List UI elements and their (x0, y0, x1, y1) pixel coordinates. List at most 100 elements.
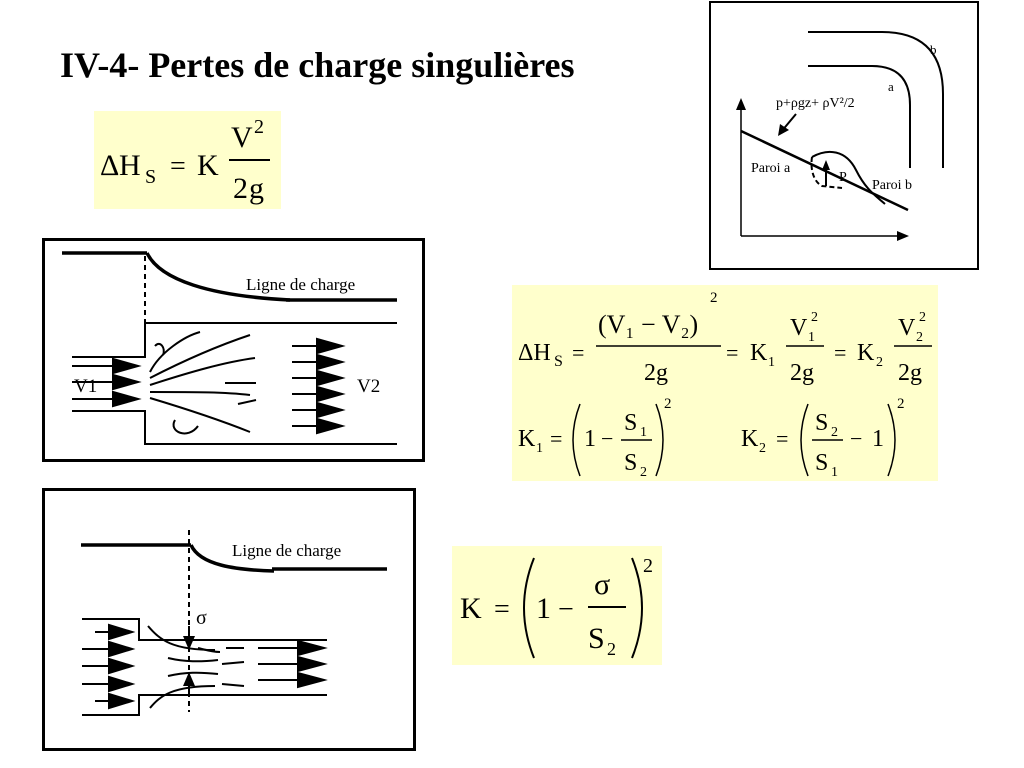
fe-r2-one1: 1 (584, 426, 596, 452)
enl-top-wall (72, 322, 397, 358)
fc-eq: = (494, 594, 510, 625)
fc-minus: − (558, 594, 574, 625)
formula-enlargement-box (512, 285, 938, 481)
bend-paroi-b-curve (811, 150, 886, 205)
enl-v1-label: V1 (74, 376, 97, 397)
fe-v2-exp: 2 (919, 310, 926, 325)
fe-r2-s-den2: S (815, 450, 828, 476)
fe-r2-minus1: − (601, 426, 613, 451)
fe-lhs-sub: S (554, 353, 563, 370)
formula-main-eq: = (170, 151, 186, 182)
fe-den3: 2g (898, 360, 922, 386)
fe-r2-k1-sub: 1 (536, 441, 543, 456)
con-streamlines (147, 625, 245, 709)
formula-main-h: H (119, 149, 141, 182)
bend-label-b: b (930, 42, 937, 57)
fe-lhs: ΔH (518, 340, 551, 366)
fe-r2-rparen2 (887, 403, 896, 477)
fe-r2-s-num2-sub: 2 (831, 425, 838, 440)
diagram-bend-frame (709, 1, 979, 270)
bend-outer-wall (808, 31, 944, 168)
bend-paroi-b-label: Paroi b (872, 178, 912, 193)
fe-r2-eq2: = (776, 426, 788, 451)
fe-eq2: = (726, 340, 738, 365)
enl-outlet-arrows (292, 337, 346, 435)
fc-s: S (588, 622, 605, 655)
con-inlet-arrows (82, 623, 136, 710)
fe-k2: K (857, 340, 875, 366)
fe-r2-minus2: − (850, 426, 862, 451)
fe-r2-k2-sub: 2 (759, 441, 766, 456)
fe-v1-sub: 1 (808, 330, 815, 345)
formula-main-two: 2 (233, 172, 248, 205)
bend-label-a: a (888, 79, 894, 94)
fe-r2-k1: K (518, 426, 536, 452)
fe-r2-s-num2: S (815, 410, 828, 436)
formula-contraction-box (452, 546, 662, 665)
bend-paroi-a-label: Paroi a (751, 161, 791, 176)
fe-num-exp: 2 (710, 290, 718, 306)
fc-rparen (631, 557, 643, 659)
bend-p-label: P (839, 170, 847, 185)
con-sigma-arrowhead-top (183, 636, 195, 650)
con-bottom-wall (82, 694, 327, 716)
formula-main-delta: Δ (100, 149, 119, 182)
fe-eq1: = (572, 340, 584, 365)
fe-v2: V (898, 315, 916, 341)
fc-exp: 2 (643, 555, 653, 577)
fe-r2-exp2: 2 (897, 396, 905, 412)
fe-num: (V₁ − V₂) (598, 310, 698, 339)
formula-main-v: V (231, 121, 253, 154)
fe-v1-exp: 2 (811, 310, 818, 325)
enl-eddies (149, 331, 257, 435)
fe-r2-one2: 1 (872, 426, 884, 452)
fe-v2-sub: 2 (916, 330, 923, 345)
con-top-wall (82, 618, 327, 641)
bend-paroi-a-curve (810, 156, 843, 189)
fe-eq3: = (834, 340, 846, 365)
fe-k1-sub: 1 (768, 355, 775, 370)
enl-bottom-wall (72, 410, 397, 445)
fc-s-sub: 2 (607, 639, 616, 659)
fe-k1: K (750, 340, 768, 366)
bend-line-label: p+ρgz+ ρV²/2 (776, 96, 855, 111)
fe-v1: V (790, 315, 808, 341)
fc-lparen (523, 557, 535, 659)
con-outlet-arrows (258, 639, 328, 689)
fe-r2-s-num1-sub: 1 (640, 425, 647, 440)
fc-k: K (460, 592, 482, 625)
bend-y-axis-arrow (736, 98, 746, 110)
bend-energy-line (740, 129, 909, 212)
bend-delta-p-arrow (822, 160, 830, 170)
fe-r2-rparen1 (655, 403, 664, 477)
fe-r2-s-num1: S (624, 410, 637, 436)
formula-main-k: K (197, 149, 219, 182)
fc-sigma: σ (594, 568, 610, 601)
fe-r2-s-den1-sub: 2 (640, 465, 647, 480)
con-energy-drop (189, 544, 275, 573)
fe-r2-lparen1 (572, 403, 581, 477)
fe-k2-sub: 2 (876, 355, 883, 370)
enl-inlet-arrows (72, 357, 142, 408)
fe-r2-lparen2 (800, 403, 809, 477)
fc-one: 1 (536, 592, 551, 625)
con-ligne-label: Ligne de charge (232, 541, 341, 560)
fe-r2-eq1: = (550, 426, 562, 451)
fe-r2-exp1: 2 (664, 396, 672, 412)
con-sigma-label: σ (196, 607, 207, 629)
enl-ligne-label: Ligne de charge (246, 275, 355, 294)
con-sigma-arrowhead-bottom (183, 672, 195, 686)
fe-r2-s-den1: S (624, 450, 637, 476)
bend-x-axis-arrow (897, 231, 909, 241)
formula-main-s: S (145, 166, 156, 188)
formula-main-exp: 2 (254, 116, 264, 138)
fe-den1: 2g (644, 360, 668, 386)
enl-energy-drop (145, 252, 291, 302)
enl-v2-label: V2 (357, 376, 380, 397)
